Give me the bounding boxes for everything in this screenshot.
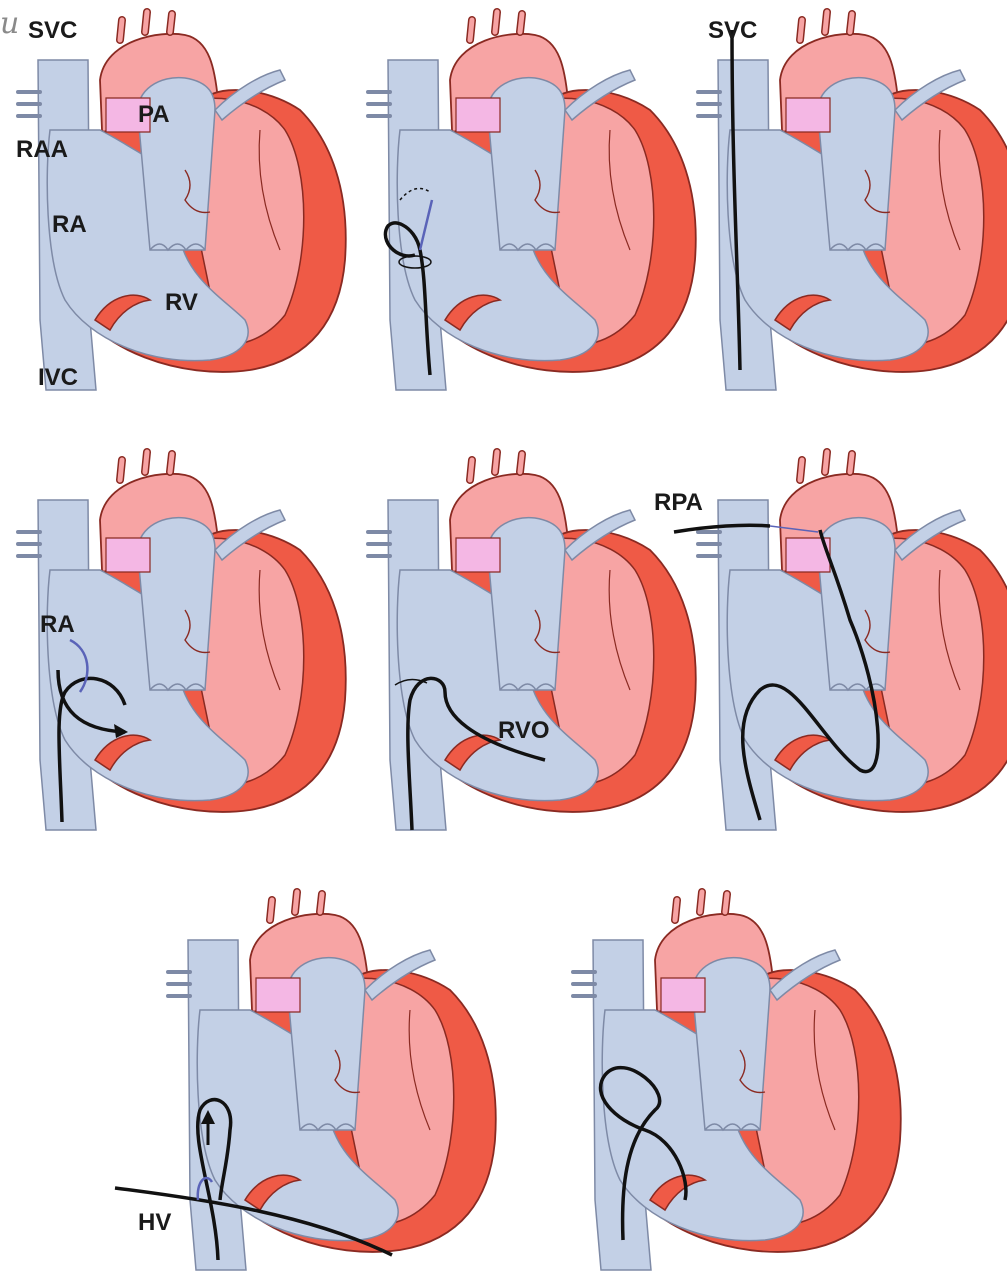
label-rv: RV	[165, 289, 198, 316]
label-rvo: RVO	[498, 717, 550, 744]
heart-diagram	[698, 12, 1007, 390]
label-svc: SVC	[28, 17, 77, 44]
label-svc: SVC	[708, 17, 757, 44]
label-ivc: IVC	[38, 364, 78, 391]
heart-diagram	[368, 452, 696, 830]
panel-5: RVO	[368, 452, 696, 830]
label-hv: HV	[138, 1209, 171, 1236]
panel-1: SVC PA RAA RA RV IVC	[16, 12, 346, 391]
label-pa: PA	[138, 101, 170, 128]
heart-diagram	[698, 452, 1007, 830]
panel-6: RPA	[654, 452, 1007, 830]
panel-8	[573, 892, 901, 1270]
panel-7: HV	[115, 892, 496, 1270]
panel-2	[368, 12, 696, 390]
panel-3: SVC	[698, 12, 1007, 390]
panel-4: RA	[18, 452, 346, 830]
heart-diagram	[18, 12, 346, 390]
heart-diagram	[368, 12, 696, 390]
heart-diagram	[18, 452, 346, 830]
heart-diagram	[168, 892, 496, 1270]
label-ra: RA	[52, 211, 87, 238]
label-rpa: RPA	[654, 489, 703, 516]
label-raa: RAA	[16, 136, 68, 163]
label-ra: RA	[40, 611, 75, 638]
